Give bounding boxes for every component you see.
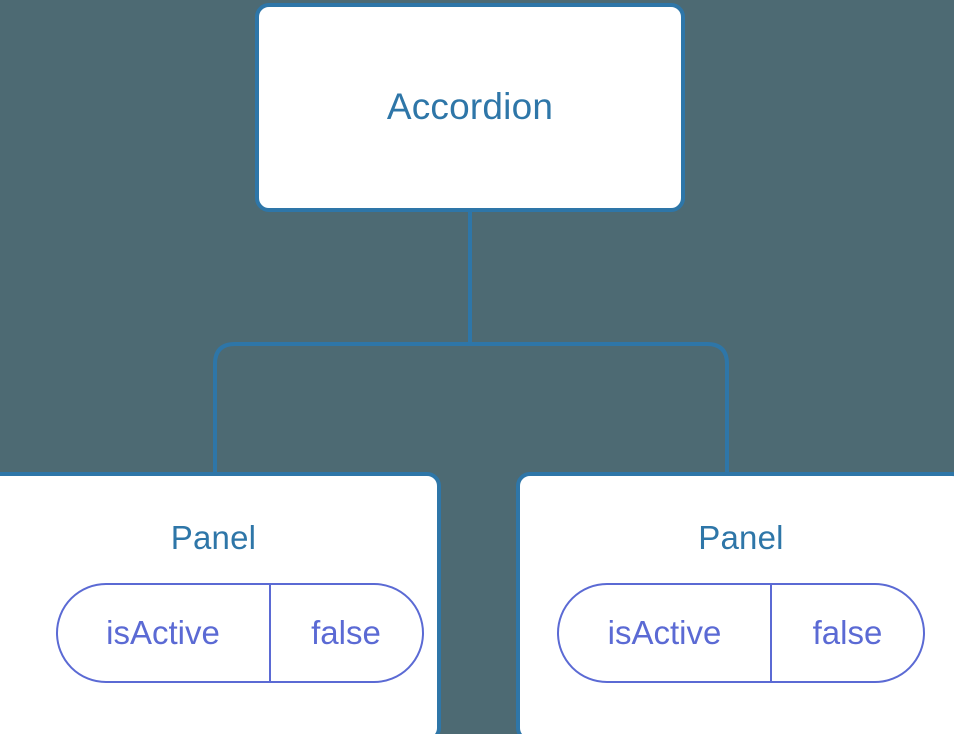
state-capsule-panel-1[interactable]: isActive false	[55, 583, 424, 684]
node-panel-2-label: Panel	[698, 519, 784, 556]
state-key-panel-2: isActive	[559, 585, 772, 682]
edge-to-panel-1	[213, 342, 470, 474]
node-panel-2[interactable]: Panel isActive false	[516, 472, 954, 734]
state-value-panel-1: false	[311, 613, 381, 651]
state-capsule-panel-2[interactable]: isActive false	[557, 583, 925, 684]
node-panel-1[interactable]: Panel isActive false	[0, 472, 441, 734]
edge-to-panel-2	[470, 342, 729, 474]
state-key-panel-1: isActive	[58, 585, 271, 682]
node-panel-1-label: Panel	[170, 519, 257, 556]
state-value-panel-2: false	[812, 613, 883, 651]
node-accordion[interactable]: Accordion	[255, 3, 685, 212]
node-accordion-label: Accordion	[386, 86, 554, 128]
